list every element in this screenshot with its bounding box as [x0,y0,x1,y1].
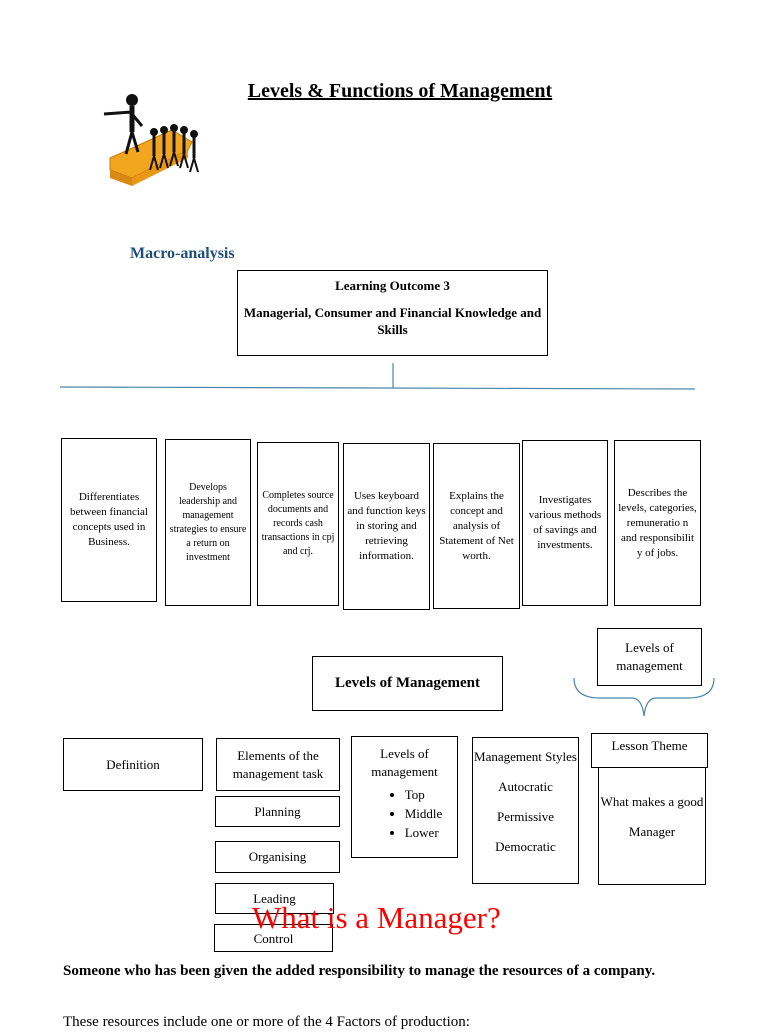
style-item: Democratic [495,839,556,854]
outcome-text: Completes source documents and records c… [261,490,335,557]
resources-text: These resources include one or more of t… [63,1014,470,1030]
task-box-control: Control [214,924,333,952]
manager-definition: Someone who has been given the added res… [63,963,656,979]
outcome-text: Uses keyboard and function keys in stori… [347,490,426,562]
styles-label: Management Styles [474,749,577,764]
outcome-text: Investigates various methods of savings … [528,494,602,551]
outcome-box: Describes the levels, categories, remune… [614,440,701,606]
level-item: Middle [405,804,443,823]
level-item: Top [405,785,443,804]
brace-connector [573,677,715,717]
levels-tag-text: Levels of management [616,640,683,673]
outcome-box: Completes source documents and records c… [257,442,339,606]
outcome-box: Explains the concept and analysis of Sta… [433,443,520,609]
definition-box: Definition [63,738,203,791]
leadership-clipart [103,94,199,186]
outcome-text: Describes the levels, categories, remune… [618,486,697,559]
levels-tag-box: Levels of management [597,628,702,686]
definition-label: Definition [106,756,160,772]
task-label: Control [253,931,294,946]
outcome-text: Develops leadership and management strat… [169,481,247,563]
lesson-question: What makes a good [600,794,704,809]
outcome-box: Develops leadership and management strat… [165,439,251,606]
task-box-organising: Organising [215,841,340,873]
task-label: Planning [254,803,301,819]
style-item: Permissive [496,809,555,824]
learning-outcome-box: Learning Outcome 3 Managerial, Consumer … [237,270,548,356]
levels-of-management-box: Levels of Management [312,656,503,711]
levels-label: Levels of management [371,746,438,779]
levels-of-management-title: Levels of Management [335,675,480,691]
lesson-theme-label: Lesson Theme [611,738,688,753]
outcome-box: Uses keyboard and function keys in stori… [343,443,430,610]
lesson-theme-box: Lesson Theme [591,733,708,768]
task-box-planning: Planning [215,796,340,827]
learning-outcome-heading: Learning Outcome 3 [335,278,450,293]
manager-headline: What is a Manager? [252,900,501,935]
outcome-box: Differentiates between financial concept… [61,438,157,602]
outcome-text: Differentiates between financial concept… [70,491,148,548]
task-label: Leading [253,890,296,906]
elements-label: Elements of the management task [232,747,324,781]
level-item: Lower [405,823,443,842]
outcome-box: Investigates various methods of savings … [522,440,608,606]
elements-box: Elements of the management task [216,738,340,791]
levels-box: Levels of management Top Middle Lower [351,736,458,858]
learning-outcome-subtitle: Managerial, Consumer and Financial Knowl… [243,305,542,337]
style-item: Autocratic [498,779,553,794]
outcome-connector [59,363,696,390]
levels-list: Top Middle Lower [367,785,443,842]
page-title: Levels & Functions of Management [247,80,553,102]
section-label: Macro-analysis [130,245,235,262]
task-box-leading: Leading [215,883,334,914]
styles-box: Management Styles Autocratic Permissive … [472,737,579,884]
lesson-answer: Manager [628,824,676,839]
outcome-text: Explains the concept and analysis of Sta… [439,489,514,562]
task-label: Organising [248,849,307,864]
lesson-theme-content-box: What makes a good Manager [598,762,706,885]
